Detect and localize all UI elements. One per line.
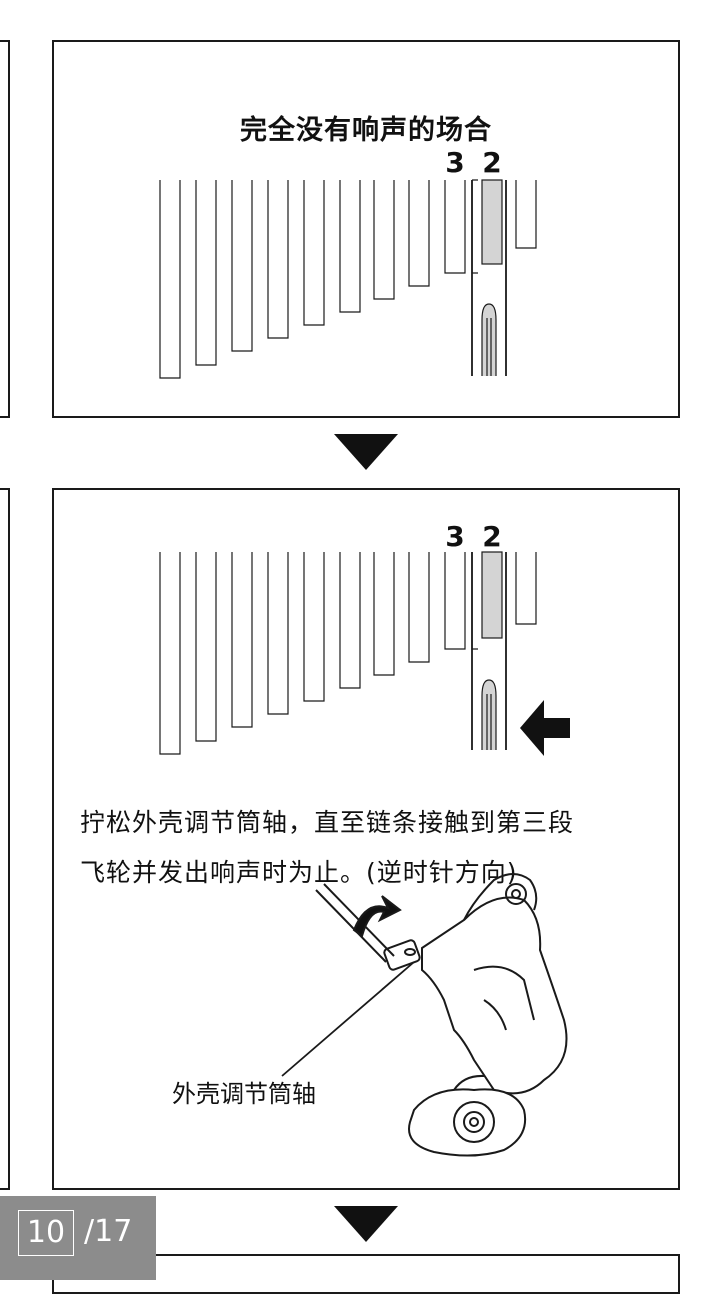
cog-1 [159, 180, 181, 379]
down-arrow-1 [334, 434, 398, 470]
page-indicator: 10 /17 [0, 1196, 156, 1280]
cog-7 [373, 180, 395, 300]
cassette-diagram: 3 2 [159, 146, 537, 379]
cog-4 [267, 180, 289, 339]
rear-derailleur-illustration [281, 873, 568, 1157]
cog-6 [339, 180, 361, 313]
svg-text:2: 2 [482, 520, 501, 553]
total-pages: /17 [84, 1214, 133, 1249]
cog-11 [515, 180, 537, 249]
cog-5 [303, 180, 325, 326]
down-arrow-2 [334, 1206, 398, 1242]
instruction-text: 拧松外壳调节筒轴，直至链条接触到第三段 飞轮并发出响声时为止。(逆时针方向) [80, 798, 670, 898]
push-arrow [520, 700, 570, 756]
step-panel-no-noise: 完全没有响声的场合 3 2 [52, 40, 680, 418]
cog-3 [231, 180, 253, 352]
left-panel-top [0, 40, 10, 418]
panel-title: 完全没有响声的场合 [240, 115, 492, 146]
cog-8 [408, 180, 430, 287]
gear-label-3: 3 [445, 146, 464, 179]
current-page-number[interactable]: 10 [18, 1210, 74, 1256]
instruction-line-2: 飞轮并发出响声时为止。(逆时针方向) [80, 858, 518, 887]
gear-label-2: 2 [482, 146, 501, 179]
cog-2nd-highlight [481, 179, 503, 265]
cog-9 [444, 180, 466, 274]
callout-label: 外壳调节筒轴 [172, 1080, 316, 1108]
pulley-guide [481, 303, 497, 376]
cassette-diagram-2: 3 2 [159, 520, 570, 756]
svg-text:3: 3 [445, 520, 464, 553]
step-panel-adjust: 3 2 拧松外壳调节筒轴，直至链条接触到第三段 飞轮并发出响声时为止。(逆时针方… [52, 488, 680, 1190]
cog-2 [195, 180, 217, 366]
instruction-line-1: 拧松外壳调节筒轴，直至链条接触到第三段 [80, 808, 575, 837]
left-panel-middle [0, 488, 10, 1190]
